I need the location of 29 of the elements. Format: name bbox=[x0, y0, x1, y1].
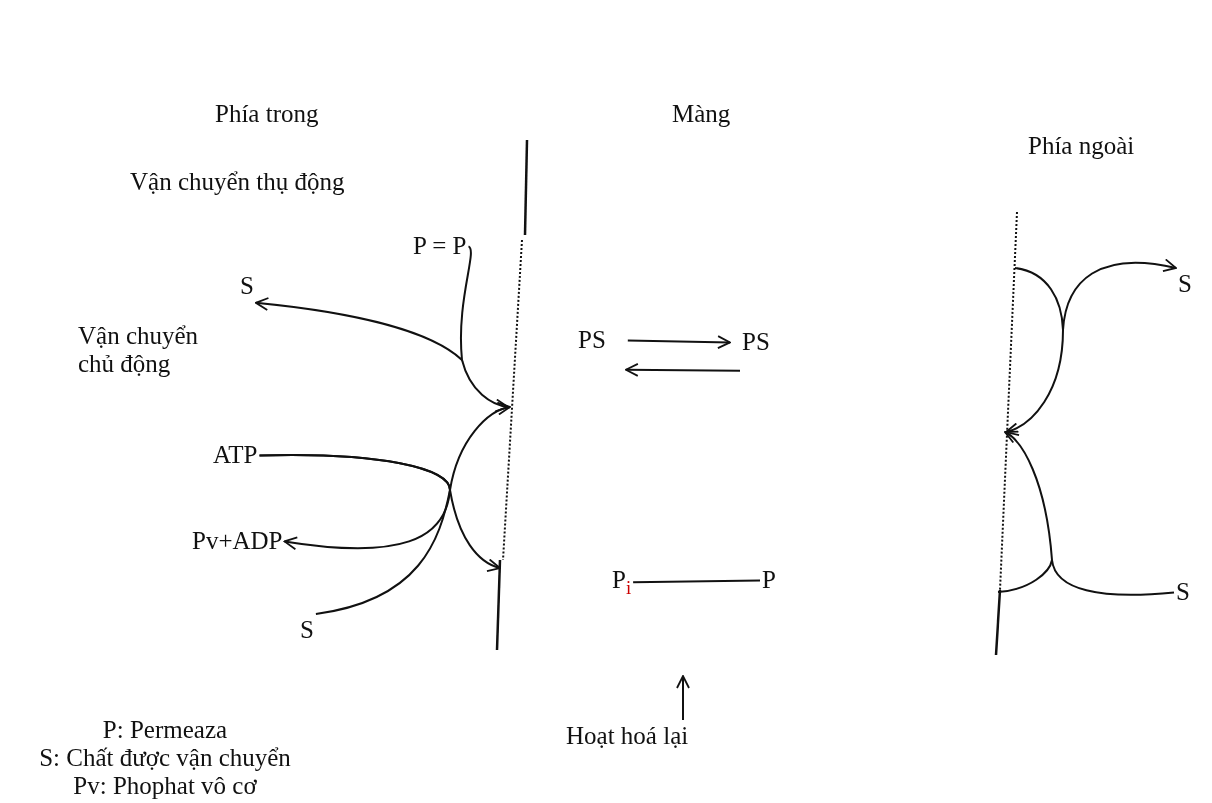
node-label: P$_{i}$ bbox=[612, 566, 632, 599]
text-label: S: Chất được vận chuyển bbox=[38, 744, 292, 772]
arrow bbox=[314, 402, 511, 615]
node-label: S bbox=[240, 272, 254, 301]
arrow bbox=[1014, 258, 1177, 331]
node-label: PS bbox=[742, 328, 770, 357]
node-label: ATP bbox=[213, 441, 258, 470]
arrow bbox=[626, 335, 731, 350]
text-label: Pv: Phophat vô cơ bbox=[72, 772, 258, 800]
node-label: PS bbox=[578, 326, 606, 355]
node-label: Hoạt hoá lại bbox=[566, 722, 689, 751]
text-label: Màng bbox=[672, 100, 731, 128]
node-label: S bbox=[1178, 270, 1192, 299]
arrow bbox=[676, 675, 690, 721]
node-label: S bbox=[1176, 578, 1190, 607]
node-label: P bbox=[762, 566, 776, 595]
arrow bbox=[624, 362, 741, 377]
arrow bbox=[254, 245, 472, 361]
text-label: Vận chuyển thụ động bbox=[130, 168, 345, 196]
text-label: P: Permeaza bbox=[101, 716, 229, 744]
node-label: S bbox=[300, 616, 314, 645]
node-label: P = P bbox=[413, 232, 467, 261]
node-label: Pv+ADP bbox=[192, 527, 283, 556]
text-label: Phía trong bbox=[215, 100, 319, 128]
connector-line bbox=[632, 579, 761, 584]
text-label: Phía ngoài bbox=[1028, 132, 1135, 160]
arrow bbox=[1004, 431, 1175, 596]
arrow bbox=[258, 453, 501, 572]
text-label: Vận chuyển chủ động bbox=[78, 322, 200, 377]
